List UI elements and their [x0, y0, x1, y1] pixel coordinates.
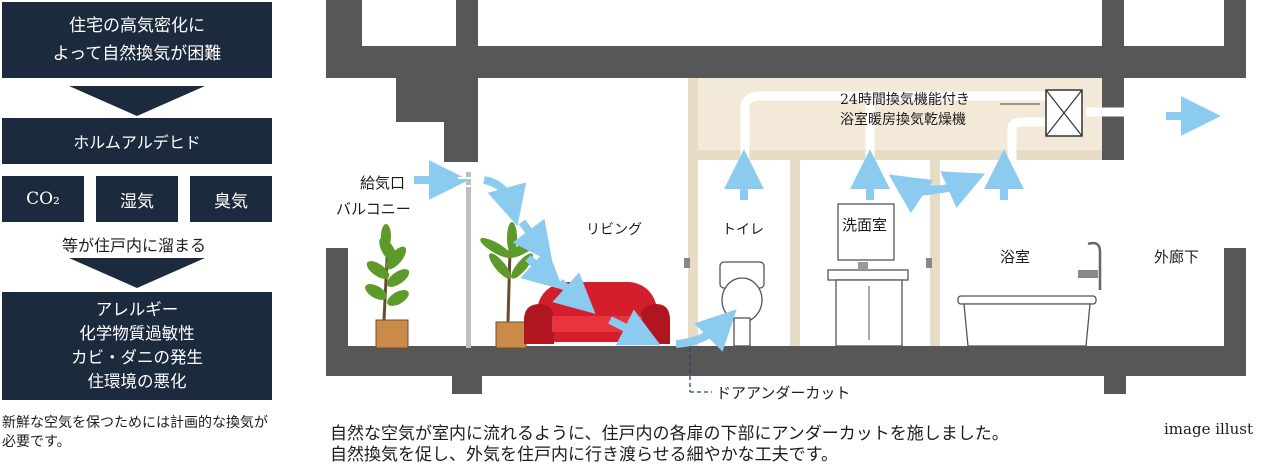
pollutant-humidity-box: 湿気: [96, 176, 178, 222]
washroom-door-mark: [926, 258, 932, 268]
building-structure: [326, 0, 1246, 394]
pollutant-odor: 臭気: [214, 191, 248, 212]
pollutant-odor-box: 臭気: [190, 176, 272, 222]
caption: 自然な空気が室内に流れるように、住戸内の各扉の下部にアンダーカットを施しました。…: [330, 424, 1009, 466]
window-sash: [466, 172, 471, 348]
effect-allergy: アレルギー: [95, 300, 179, 319]
bath-fan-unit: [1045, 89, 1083, 137]
effects-box: アレルギー 化学物質過敏性 カビ・ダニの発生 住環境の悪化: [2, 292, 272, 400]
pollutant-humidity: 湿気: [120, 191, 154, 212]
pollutant-formaldehyde: ホルムアルデヒド: [73, 133, 201, 152]
label-toilet: トイレ: [722, 222, 764, 238]
label-fan-line2: 浴室暖房換気乾燥機: [840, 111, 966, 128]
problem-box: 住宅の高気密化に よって自然換気が困難: [2, 2, 272, 78]
problem-line-2: よって自然換気が困難: [52, 44, 222, 64]
bathtub-fixture: [957, 241, 1102, 347]
red-sofa: [524, 282, 670, 344]
ceiling-board: [688, 150, 1104, 160]
exhaust-ducts: [740, 91, 1160, 160]
balcony-plant: [365, 224, 410, 349]
toilet-fixture: [719, 261, 765, 347]
down-arrow-1: [69, 86, 205, 116]
washroom-right-wall: [930, 150, 940, 348]
label-fan-line1: 24時間換気機能付き: [840, 92, 970, 108]
label-corridor: 外廊下: [1154, 248, 1199, 266]
toilet-right-wall: [790, 150, 800, 348]
down-arrow-2: [69, 258, 205, 288]
airflow-arrows: [414, 96, 1221, 352]
toilet-door-mark: [684, 258, 690, 268]
problem-line-1: 住宅の高気密化に: [68, 16, 205, 36]
caption-line-2: 自然換気を促し、外気を住戸内に行き渡らせる細やかな工夫です。: [330, 445, 838, 465]
supply-vent: [458, 177, 476, 187]
effect-chemical: 化学物質過敏性: [79, 324, 195, 343]
caption-line-1: 自然な空気が室内に流れるように、住戸内の各扉の下部にアンダーカットを施しました。: [330, 424, 1009, 444]
bath-airflow-arrow-back: [888, 174, 935, 214]
accumulate-text: 等が住戸内に溜まる: [62, 236, 207, 255]
pollutant-co2: CO₂: [26, 189, 60, 209]
label-undercut: ドアアンダーカット: [716, 384, 850, 402]
pollutant-box: ホルムアルデヒド: [2, 118, 272, 164]
toilet-left-wall: [688, 78, 698, 348]
label-bath: 浴室: [1000, 248, 1030, 266]
pollutant-co2-box: CO₂: [2, 176, 84, 222]
effect-mold: カビ・ダニの発生: [71, 348, 203, 367]
label-supply: 給気口: [360, 174, 405, 192]
ventilation-note: 新鮮な空気を保つためには計画的な換気が必要です。: [2, 415, 268, 450]
label-balcony: バルコニー: [336, 200, 411, 218]
label-washroom: 洗面室: [842, 216, 887, 234]
image-credit: image illust: [1164, 420, 1253, 438]
effect-environment: 住環境の悪化: [87, 372, 187, 391]
label-living: リビング: [586, 222, 642, 238]
vanity-fixture: [827, 203, 909, 347]
